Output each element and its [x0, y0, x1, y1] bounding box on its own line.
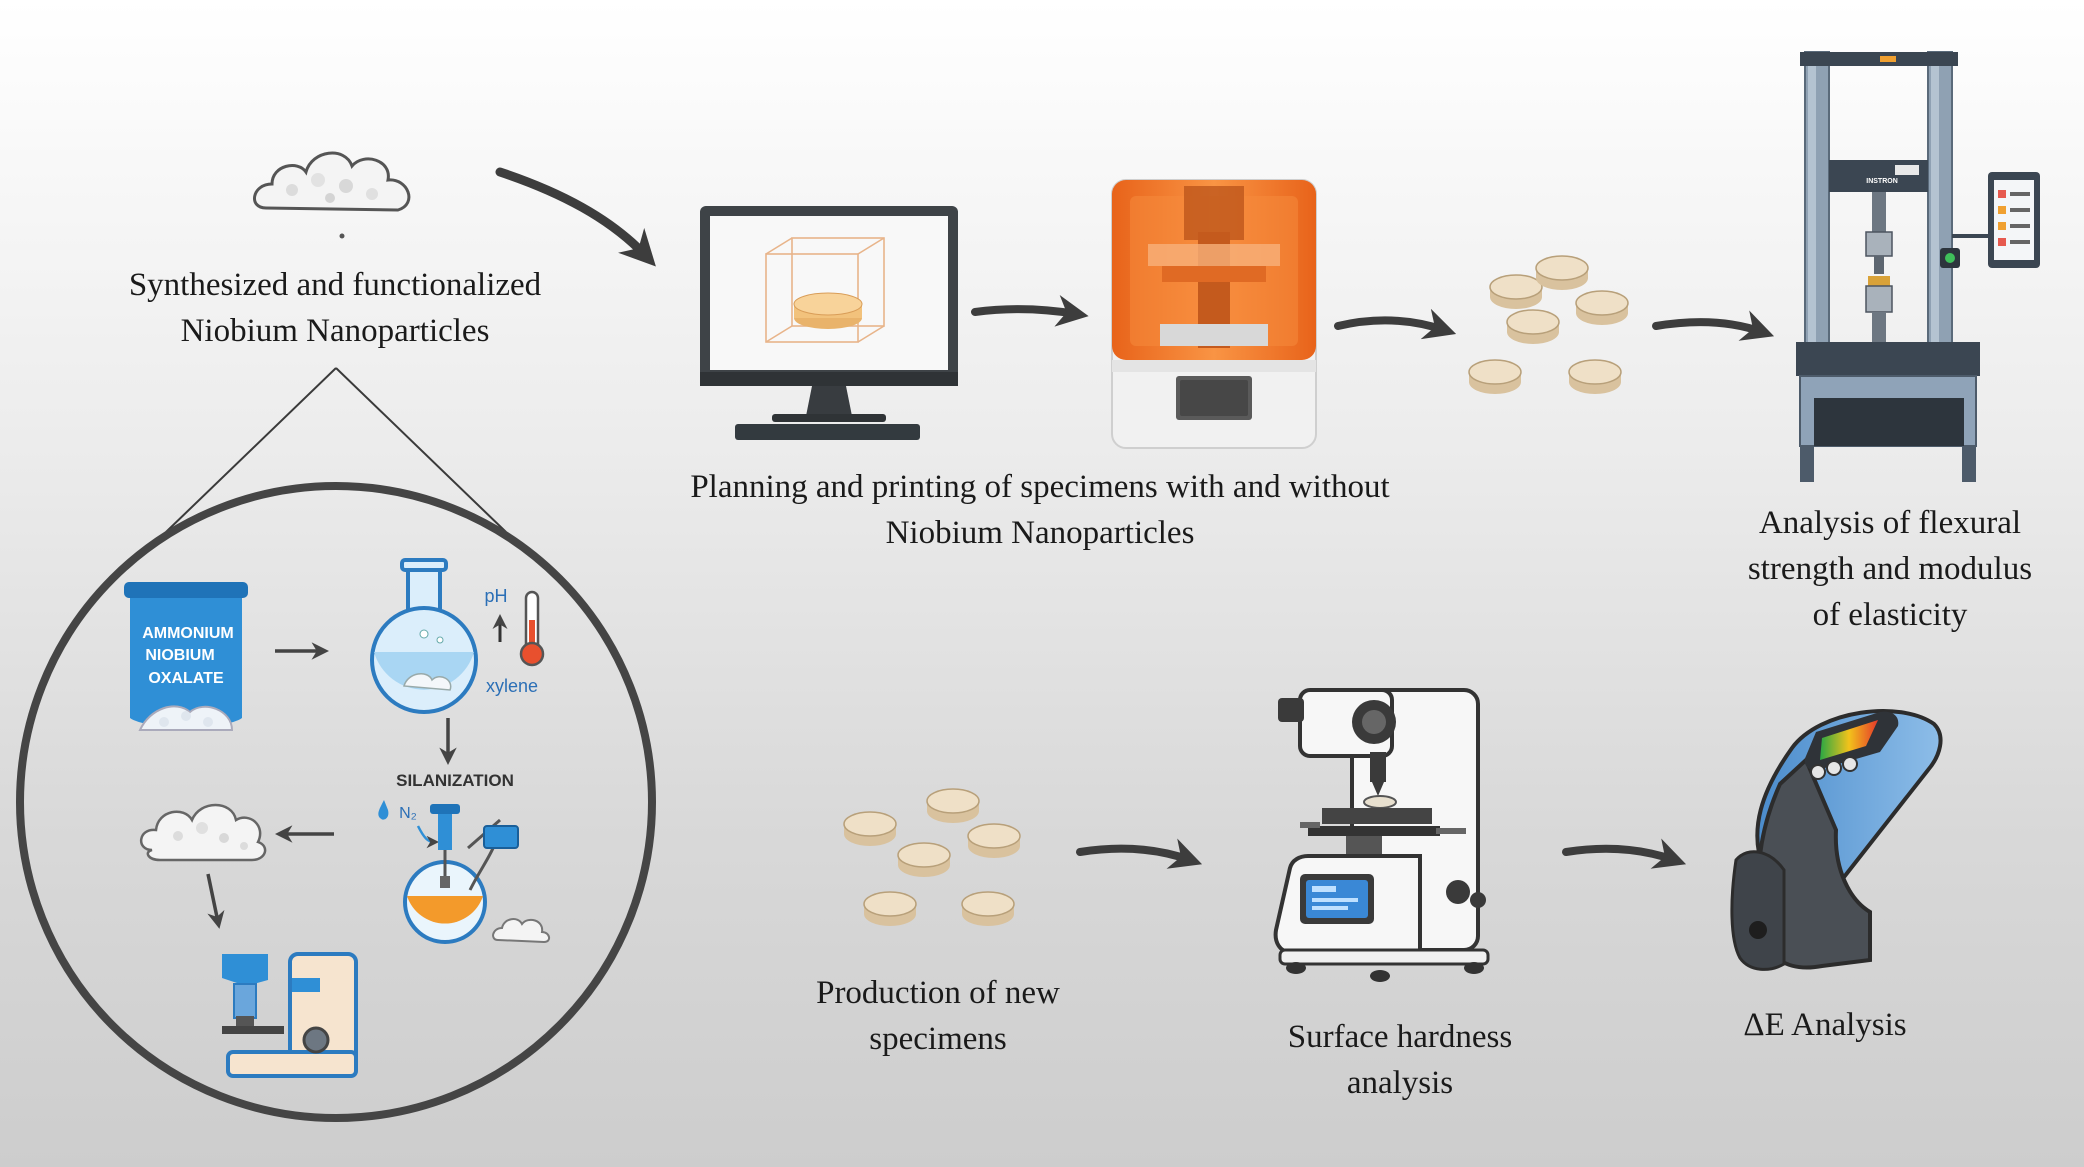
hardness-tester-icon: [1273, 688, 1490, 982]
silanization-label: SILANIZATION: [396, 771, 514, 790]
specimen-disc: [1468, 359, 1522, 394]
caption-printing-line1: Planning and printing of specimens with …: [690, 469, 1390, 505]
specimen-disc: [897, 842, 951, 877]
arrow-powder-to-microscope: [206, 873, 225, 929]
jar-label-line3: OXALATE: [148, 670, 224, 687]
caption-nanoparticles-line2: Niobium Nanoparticles: [180, 313, 490, 349]
caption-production-line1: Production of new: [816, 975, 1060, 1011]
specimen-disc: [1575, 290, 1629, 325]
3d-printer-icon: [1111, 179, 1317, 449]
specimen-disc: [1489, 274, 1543, 309]
caption-hardness-line1: Surface hardness: [1287, 1019, 1513, 1055]
caption-printing-line2: Niobium Nanoparticles: [885, 515, 1195, 551]
specimen-disc: [967, 823, 1021, 858]
arrow-printer-to-specimens: [1334, 308, 1457, 340]
specimen-disc: [1568, 359, 1622, 394]
universal-testing-machine-icon: [1796, 51, 2040, 482]
specimen-disc: [1506, 309, 1560, 344]
caption-hardness-line2: analysis: [1346, 1065, 1454, 1101]
computer-monitor-icon: [700, 206, 958, 440]
caption-flexural-line2: strength and modulus: [1747, 551, 2033, 587]
caption-color-line1: ΔE Analysis: [1743, 1007, 1907, 1043]
silanization-flask-icon: [378, 800, 519, 944]
caption-production: Production of new specimens: [778, 970, 1098, 1062]
caption-flexural: Analysis of flexural strength and modulu…: [1710, 500, 2070, 638]
specimen-disc: [863, 891, 917, 926]
nanoparticle-cloud-icon: [253, 151, 411, 239]
specimen-discs-top-icon: [1468, 255, 1629, 394]
round-flask-icon: [370, 558, 478, 714]
specimen-disc: [926, 788, 980, 823]
specimen-discs-bottom-icon: [843, 788, 1021, 926]
nitrogen-label: N₂: [399, 805, 417, 822]
arrow-computer-to-printer: [971, 295, 1089, 327]
colorimeter-icon: [1730, 709, 1943, 971]
caption-color: ΔE Analysis: [1685, 1002, 1965, 1048]
synthesis-inset-circle: [16, 482, 656, 1122]
ammonium-niobium-oxalate-jar-icon: [124, 582, 248, 731]
caption-hardness: Surface hardness analysis: [1240, 1014, 1560, 1106]
caption-nanoparticles-line1: Synthesized and functionalized: [128, 267, 542, 303]
machine-brand-label: INSTRON: [1866, 178, 1898, 185]
small-cloud-icon: [492, 918, 550, 944]
caption-flexural-line1: Analysis of flexural: [1758, 505, 2022, 541]
specimen-disc: [1535, 255, 1589, 290]
arrow-nanoparticles-to-printing: [495, 167, 656, 267]
jar-label-line2: NIOBIUM: [145, 647, 214, 664]
caption-production-line2: specimens: [869, 1021, 1007, 1057]
xylene-label: xylene: [486, 676, 538, 696]
caption-nanoparticles: Synthesized and functionalized Niobium N…: [100, 262, 570, 354]
arrow-specimens-to-hardness: [1076, 838, 1203, 869]
caption-printing: Planning and printing of specimens with …: [640, 464, 1440, 556]
arrow-hardness-to-colorimeter: [1562, 838, 1687, 869]
jar-label-line1: AMMONIUM: [142, 625, 234, 642]
microscope-icon: [222, 952, 358, 1078]
specimen-disc: [961, 891, 1015, 926]
specimen-disc: [843, 811, 897, 846]
ph-label: pH: [484, 586, 507, 606]
zoom-connector-lines: [165, 367, 507, 533]
arrow-specimens-to-testing-machine: [1652, 310, 1775, 341]
functionalized-powder-cloud-icon: [140, 803, 267, 862]
caption-flexural-line3: of elasticity: [1812, 597, 1968, 633]
thermometer-icon: [519, 590, 545, 667]
